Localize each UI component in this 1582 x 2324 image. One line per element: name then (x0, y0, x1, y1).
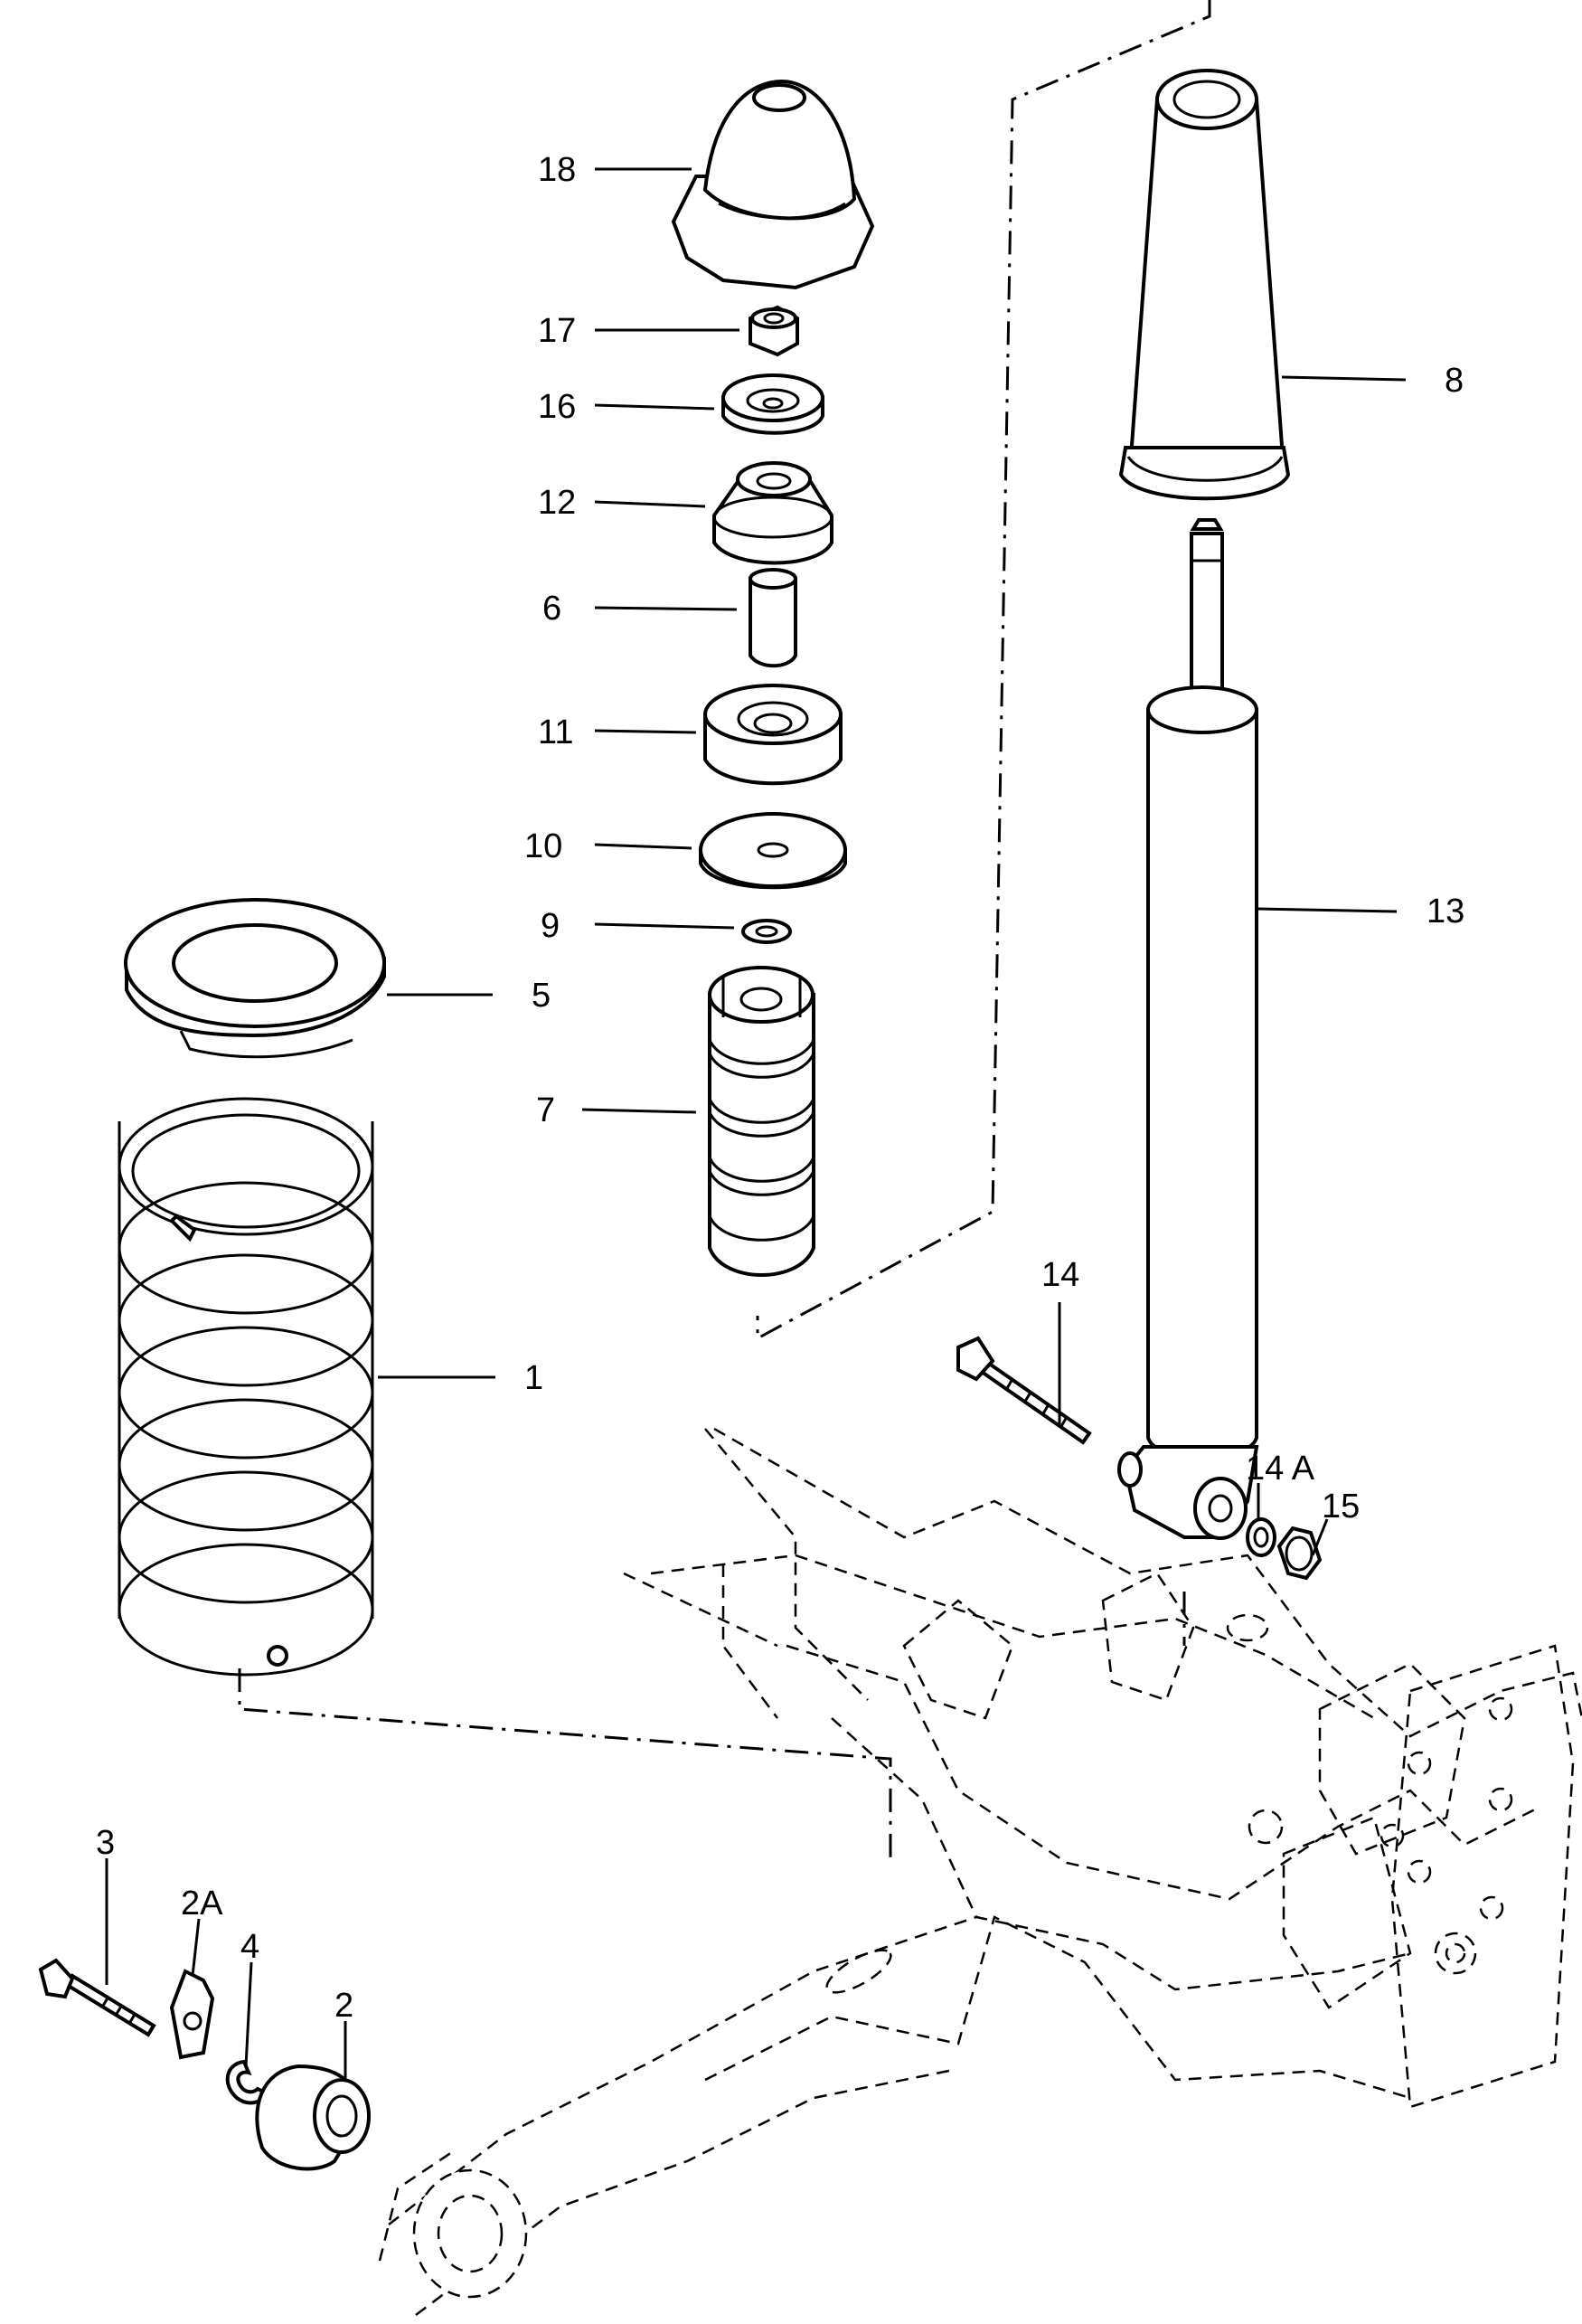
part-18-cap (671, 79, 875, 290)
callout-7: 7 (536, 1091, 555, 1129)
callout-4: 4 (240, 1928, 259, 1966)
leader-lines (105, 167, 1407, 2080)
axle-beam-outline (378, 1427, 1582, 2316)
callout-8: 8 (1445, 362, 1464, 400)
part-13-shock-absorber (1117, 518, 1259, 1540)
callout-5: 5 (532, 977, 551, 1015)
part-6-sleeve (749, 568, 797, 668)
callout-14: 14 (1041, 1256, 1079, 1294)
part-14-bolt (956, 1336, 1092, 1445)
callout-labels: 18 17 16 12 6 11 10 9 5 7 1 8 13 14 14 A… (96, 151, 1464, 2025)
part-14a-washer (1246, 1517, 1276, 1557)
part-12-rubber-bushing (712, 461, 833, 565)
part-15-nut (1276, 1526, 1323, 1581)
callout-10: 10 (524, 827, 562, 865)
part-1-coil-spring (118, 1097, 374, 1677)
part-9-washer (741, 919, 792, 944)
part-16-cup (721, 373, 824, 435)
part-7-bump-stop (708, 966, 815, 1277)
part-2-bushing (255, 2064, 371, 2171)
callout-15: 15 (1322, 1488, 1360, 1526)
callout-6: 6 (542, 590, 561, 628)
callout-2: 2 (334, 1987, 353, 2025)
part-17-nut (749, 305, 799, 357)
callout-18: 18 (538, 151, 576, 189)
callout-9: 9 (541, 907, 560, 945)
part-10-plate (699, 812, 847, 890)
part-8-dust-boot (1118, 69, 1291, 501)
callout-16: 16 (538, 388, 576, 426)
part-11-rubber-bushing (703, 684, 843, 786)
callout-14a: 14 A (1246, 1450, 1315, 1488)
callout-17: 17 (538, 312, 576, 350)
callout-11: 11 (538, 713, 573, 751)
callout-1: 1 (524, 1359, 543, 1397)
callout-13: 13 (1427, 893, 1464, 931)
callout-2a: 2A (181, 1885, 223, 1922)
assembly-lines (238, 0, 1211, 1863)
callout-12: 12 (538, 484, 576, 522)
part-2a-bracket (169, 1969, 215, 2060)
part-3-bolt (38, 1958, 156, 2037)
part-5-spring-seat (124, 898, 386, 1059)
callout-3: 3 (96, 1824, 115, 1862)
